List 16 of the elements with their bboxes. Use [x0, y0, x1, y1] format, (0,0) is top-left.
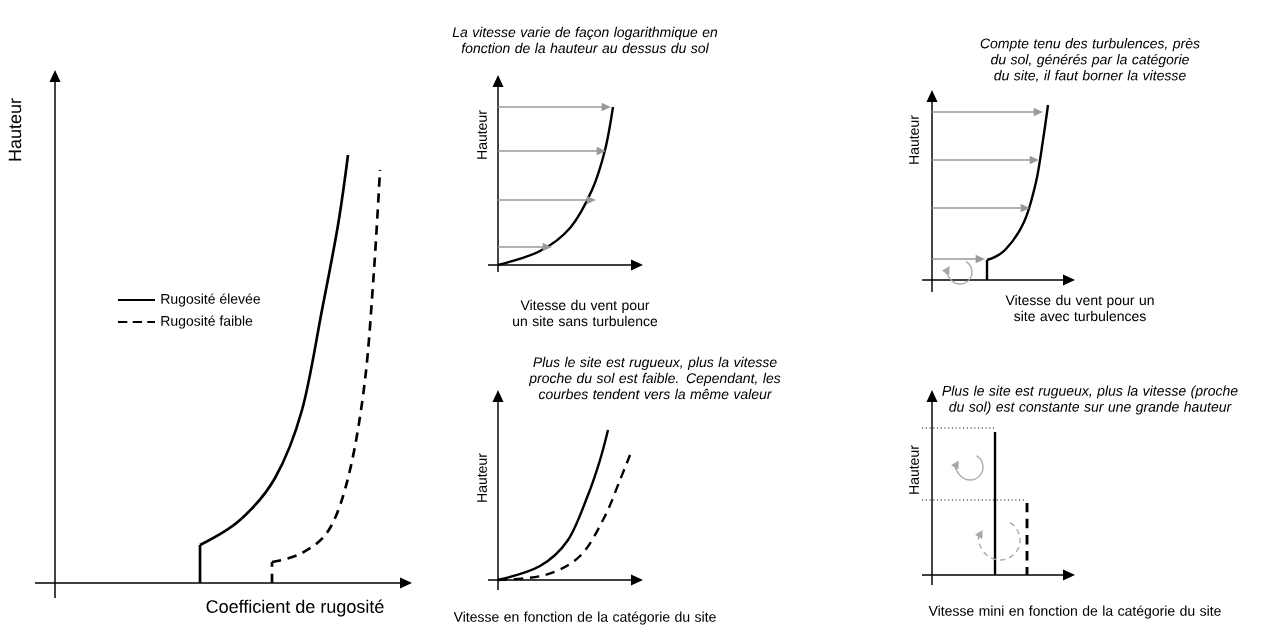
- axis-label: Hauteur: [909, 115, 919, 164]
- axis-label: Hauteur: [477, 453, 487, 502]
- panel-title: La vitesse varie de façon logarithmique en fonction de la hauteur au dessus du sol: [452, 26, 718, 54]
- axis-label: Hauteur: [477, 110, 487, 159]
- legend-label: Rugosité élevée: [161, 293, 260, 307]
- panel-title: Compte tenu des turbulences, près du sol, générés par la catégorie du site, il faut borner la vitesse: [980, 37, 1200, 83]
- axis-label: Vitesse en fonction de la catégorie du site: [453, 611, 716, 625]
- panel-title: Plus le site est rugueux, plus la vitesse (proche du sol) est constante sur une grande hauteur: [942, 385, 1238, 415]
- axis-label: Vitesse du vent pour un site sans turbulence: [513, 299, 658, 327]
- axis-label: Hauteur: [8, 98, 22, 161]
- panel-title: Plus le site est rugueux, plus la vitesse proche du sol est faible. Cependant, les courbes tendent vers la même valeur: [528, 356, 781, 400]
- axis-label: Hauteur: [909, 445, 919, 494]
- legend-label: Rugosité faible: [161, 315, 253, 329]
- axis-label: Vitesse du vent pour un site avec turbulences: [1005, 294, 1154, 322]
- axis-label: Vitesse mini en fonction de la catégorie du site: [928, 605, 1221, 619]
- axis-label: Coefficient de rugosité: [206, 599, 384, 617]
